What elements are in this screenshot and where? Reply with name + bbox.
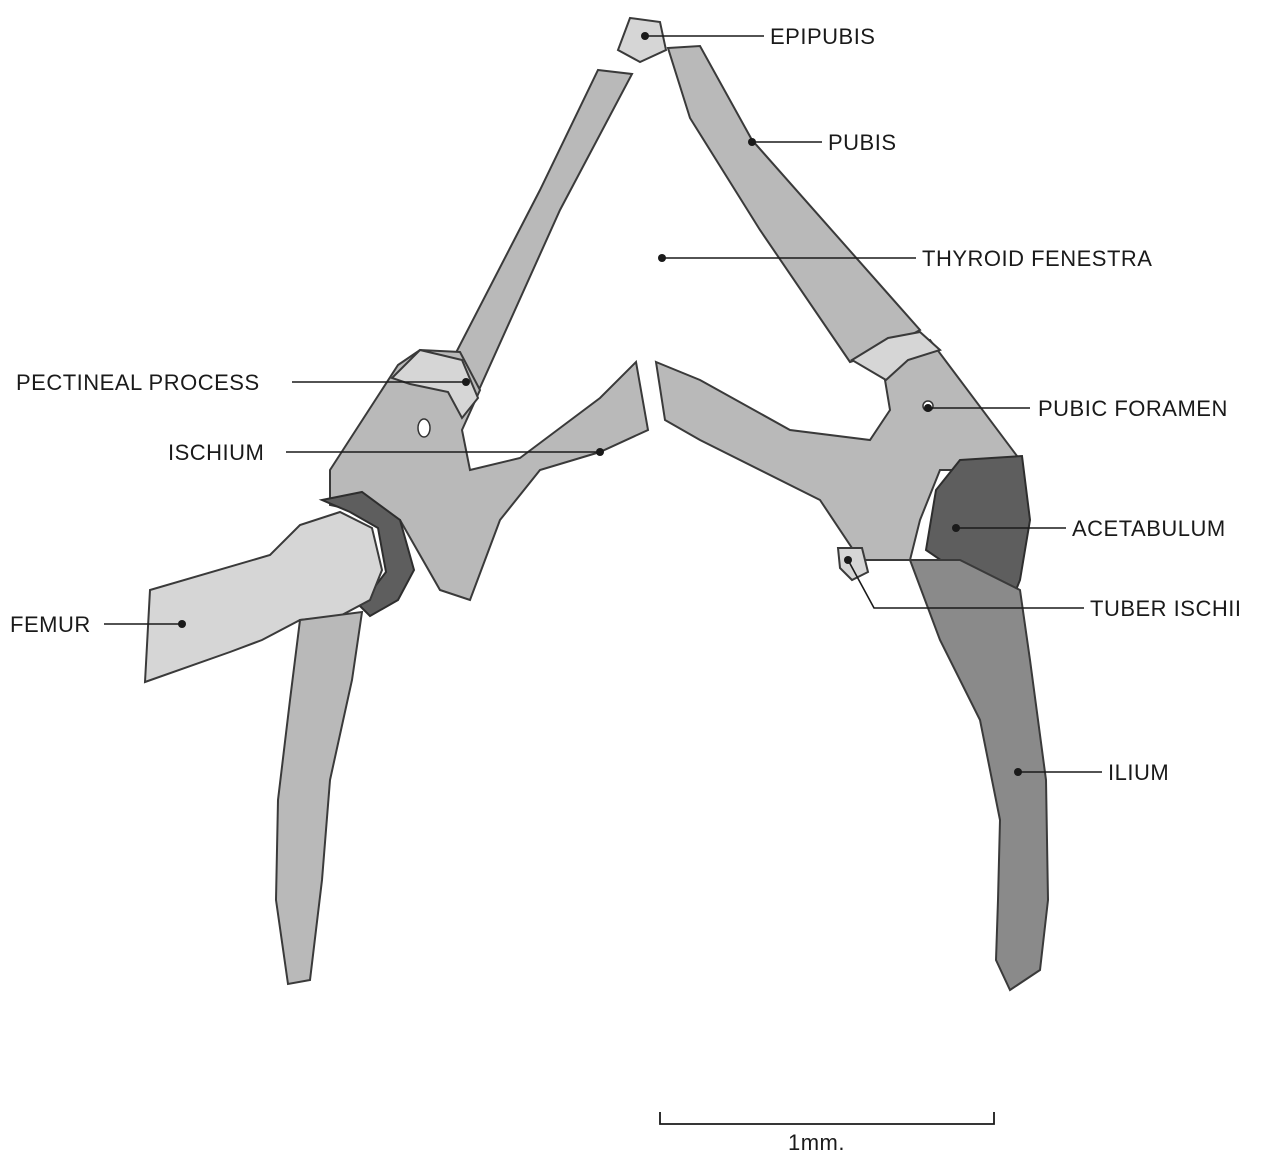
left-pubic-foramen-hole [418, 419, 430, 437]
acetabulum-label: ACETABULUM [1072, 516, 1226, 541]
thyroid-fenestra-label: THYROID FENESTRA [922, 246, 1152, 271]
left-pubis-shape [446, 70, 632, 392]
pectineal-process-label: PECTINEAL PROCESS [16, 370, 260, 395]
femur-dot [178, 620, 186, 628]
ischium-dot [596, 448, 604, 456]
scale-bar [660, 1112, 994, 1124]
right-pubis-shape [668, 46, 920, 362]
tuber-ischii-label: TUBER ISCHII [1090, 596, 1241, 621]
pectineal-process-dot [462, 378, 470, 386]
scale-bar-label: 1mm. [788, 1130, 845, 1155]
ilium-label: ILIUM [1108, 760, 1169, 785]
epipubis-label: EPIPUBIS [770, 24, 875, 49]
pubis-label: PUBIS [828, 130, 897, 155]
epipubis-shape [618, 18, 666, 62]
left-ilium-shape [276, 612, 362, 984]
tuber-ischii-shape [838, 548, 868, 580]
femur-label: FEMUR [10, 612, 91, 637]
ischium-label: ISCHIUM [168, 440, 264, 465]
right-ilium-shape [910, 560, 1048, 990]
pubic-foramen-label: PUBIC FORAMEN [1038, 396, 1228, 421]
